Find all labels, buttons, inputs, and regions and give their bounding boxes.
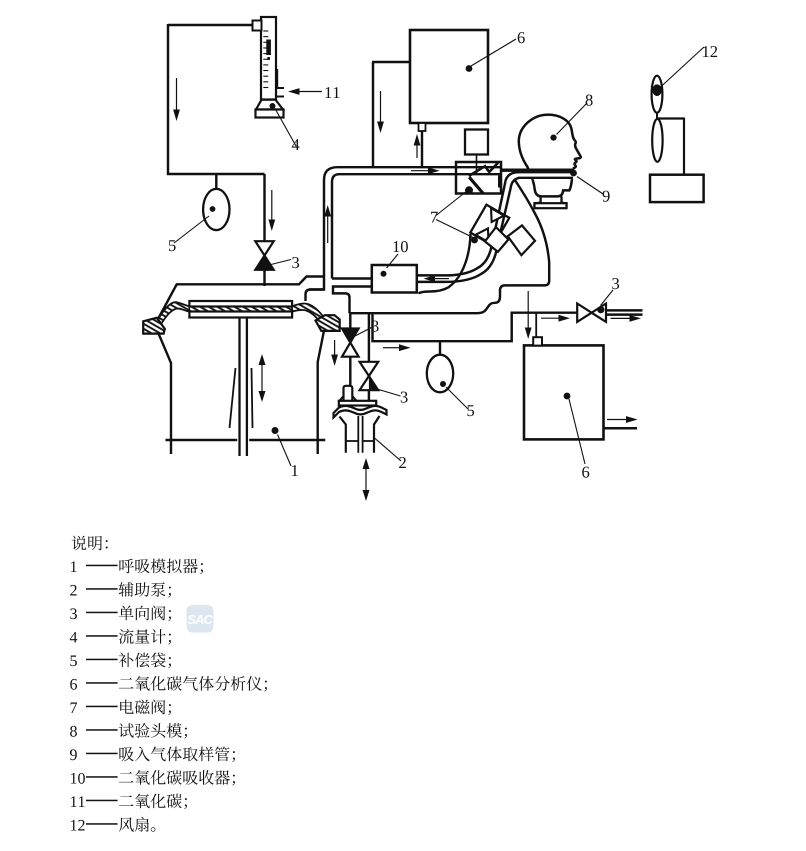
svg-text:SAC: SAC (187, 612, 213, 627)
